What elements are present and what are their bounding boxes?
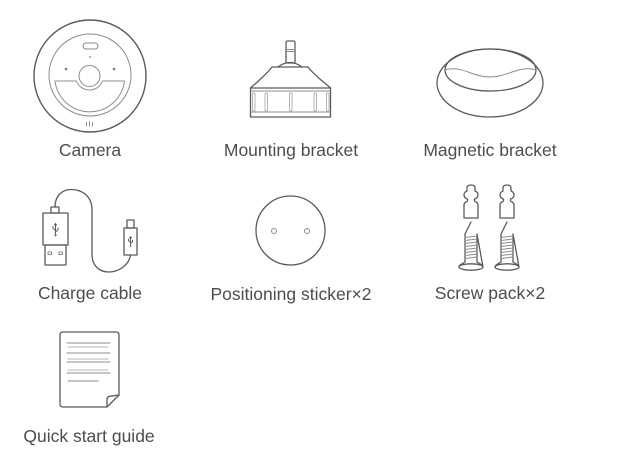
item-label: Camera <box>58 140 122 160</box>
charge-cable-icon <box>42 188 138 273</box>
item-label: Mounting bracket <box>223 140 359 160</box>
camera-icon <box>33 19 147 133</box>
item-label: Quick start guide <box>23 426 155 446</box>
usb-symbol-icon <box>128 236 133 248</box>
document-icon <box>59 331 120 408</box>
item-label: Positioning sticker×2 <box>210 284 372 304</box>
screw-icon <box>458 221 484 271</box>
item-label: Magnetic bracket <box>423 140 557 160</box>
mounting-bracket-icon <box>249 40 332 118</box>
item-label: Screw pack×2 <box>434 283 546 303</box>
screw-pack-icon <box>458 184 520 271</box>
screw-icon <box>494 221 520 271</box>
item-label: Charge cable <box>37 283 143 303</box>
wall-anchor-icon <box>463 184 479 219</box>
wall-anchor-icon <box>499 184 515 219</box>
usb-symbol-icon <box>52 223 59 237</box>
magnetic-bracket-icon <box>436 48 544 118</box>
positioning-sticker-icon <box>255 195 326 266</box>
